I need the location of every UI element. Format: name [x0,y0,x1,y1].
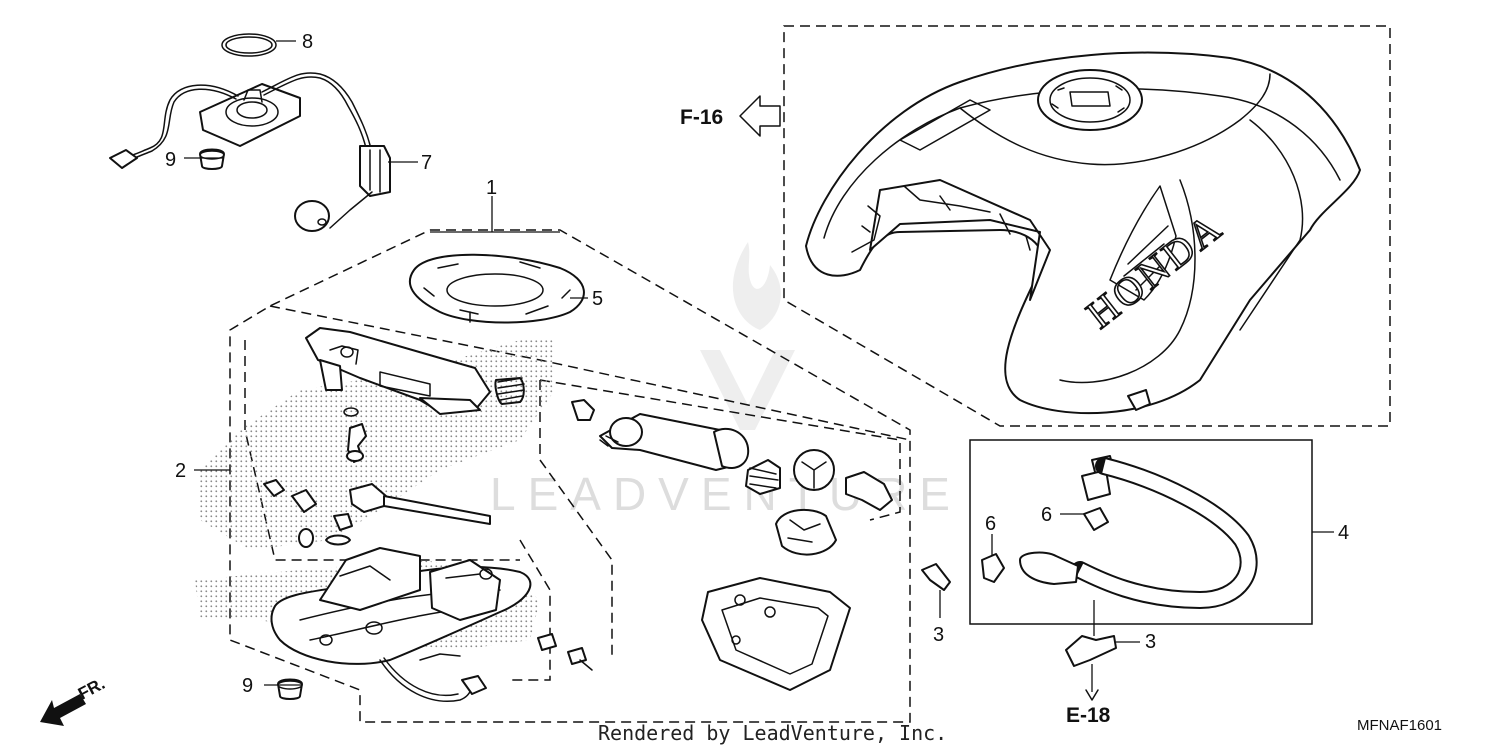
callout-1: 1 [486,177,497,199]
callout-6-left: 6 [985,513,996,535]
callout-4: 4 [1338,522,1349,544]
callout-9-top: 9 [165,149,176,171]
pump-cover [701,577,851,691]
arrow-front-icon [40,694,86,726]
fuel-tank: HONDA [783,25,1391,427]
fuel-unit-connector [109,149,138,169]
arrow-left-icon [739,95,781,137]
fuel-unit-flange [199,83,301,147]
ref-f16-label[interactable]: F-16 [680,106,723,129]
ref-link-f16[interactable]: F-16 [680,95,781,137]
callout-6-right: 6 [1041,504,1052,526]
clip-3-left [921,563,951,591]
fuel-pump-motor [571,399,750,471]
callout-9-bottom: 9 [242,675,253,697]
hose-assembly [969,439,1313,667]
wing-emblem [1109,185,1177,301]
leader-lines [184,40,1334,701]
diagram-code: MFNAF1601 [1357,717,1442,734]
callout-8: 8 [302,31,313,53]
callout-5: 5 [592,288,603,310]
fuel-unit-assembly [109,33,391,232]
render-credit: Rendered by LeadVenture, Inc. [598,721,947,745]
callout-3-right: 3 [1145,631,1156,653]
callout-2: 2 [175,460,186,482]
fuel-pipe-fittings [263,479,491,548]
callout-3-left: 3 [933,624,944,646]
front-direction-indicator: FR. [40,674,108,726]
callout-7: 7 [421,152,432,174]
pump-base-plate [270,547,593,702]
o-ring [221,33,277,57]
float [294,200,330,232]
watermark-logo [700,242,795,430]
watermark-text: LEADVENTURE [490,468,962,520]
ref-e18-label[interactable]: E-18 [1066,704,1111,727]
level-sender-unit [359,145,391,197]
setting-plate [409,253,585,324]
pump-filter-parts [745,449,893,556]
pressure-regulator-assembly [305,327,525,463]
